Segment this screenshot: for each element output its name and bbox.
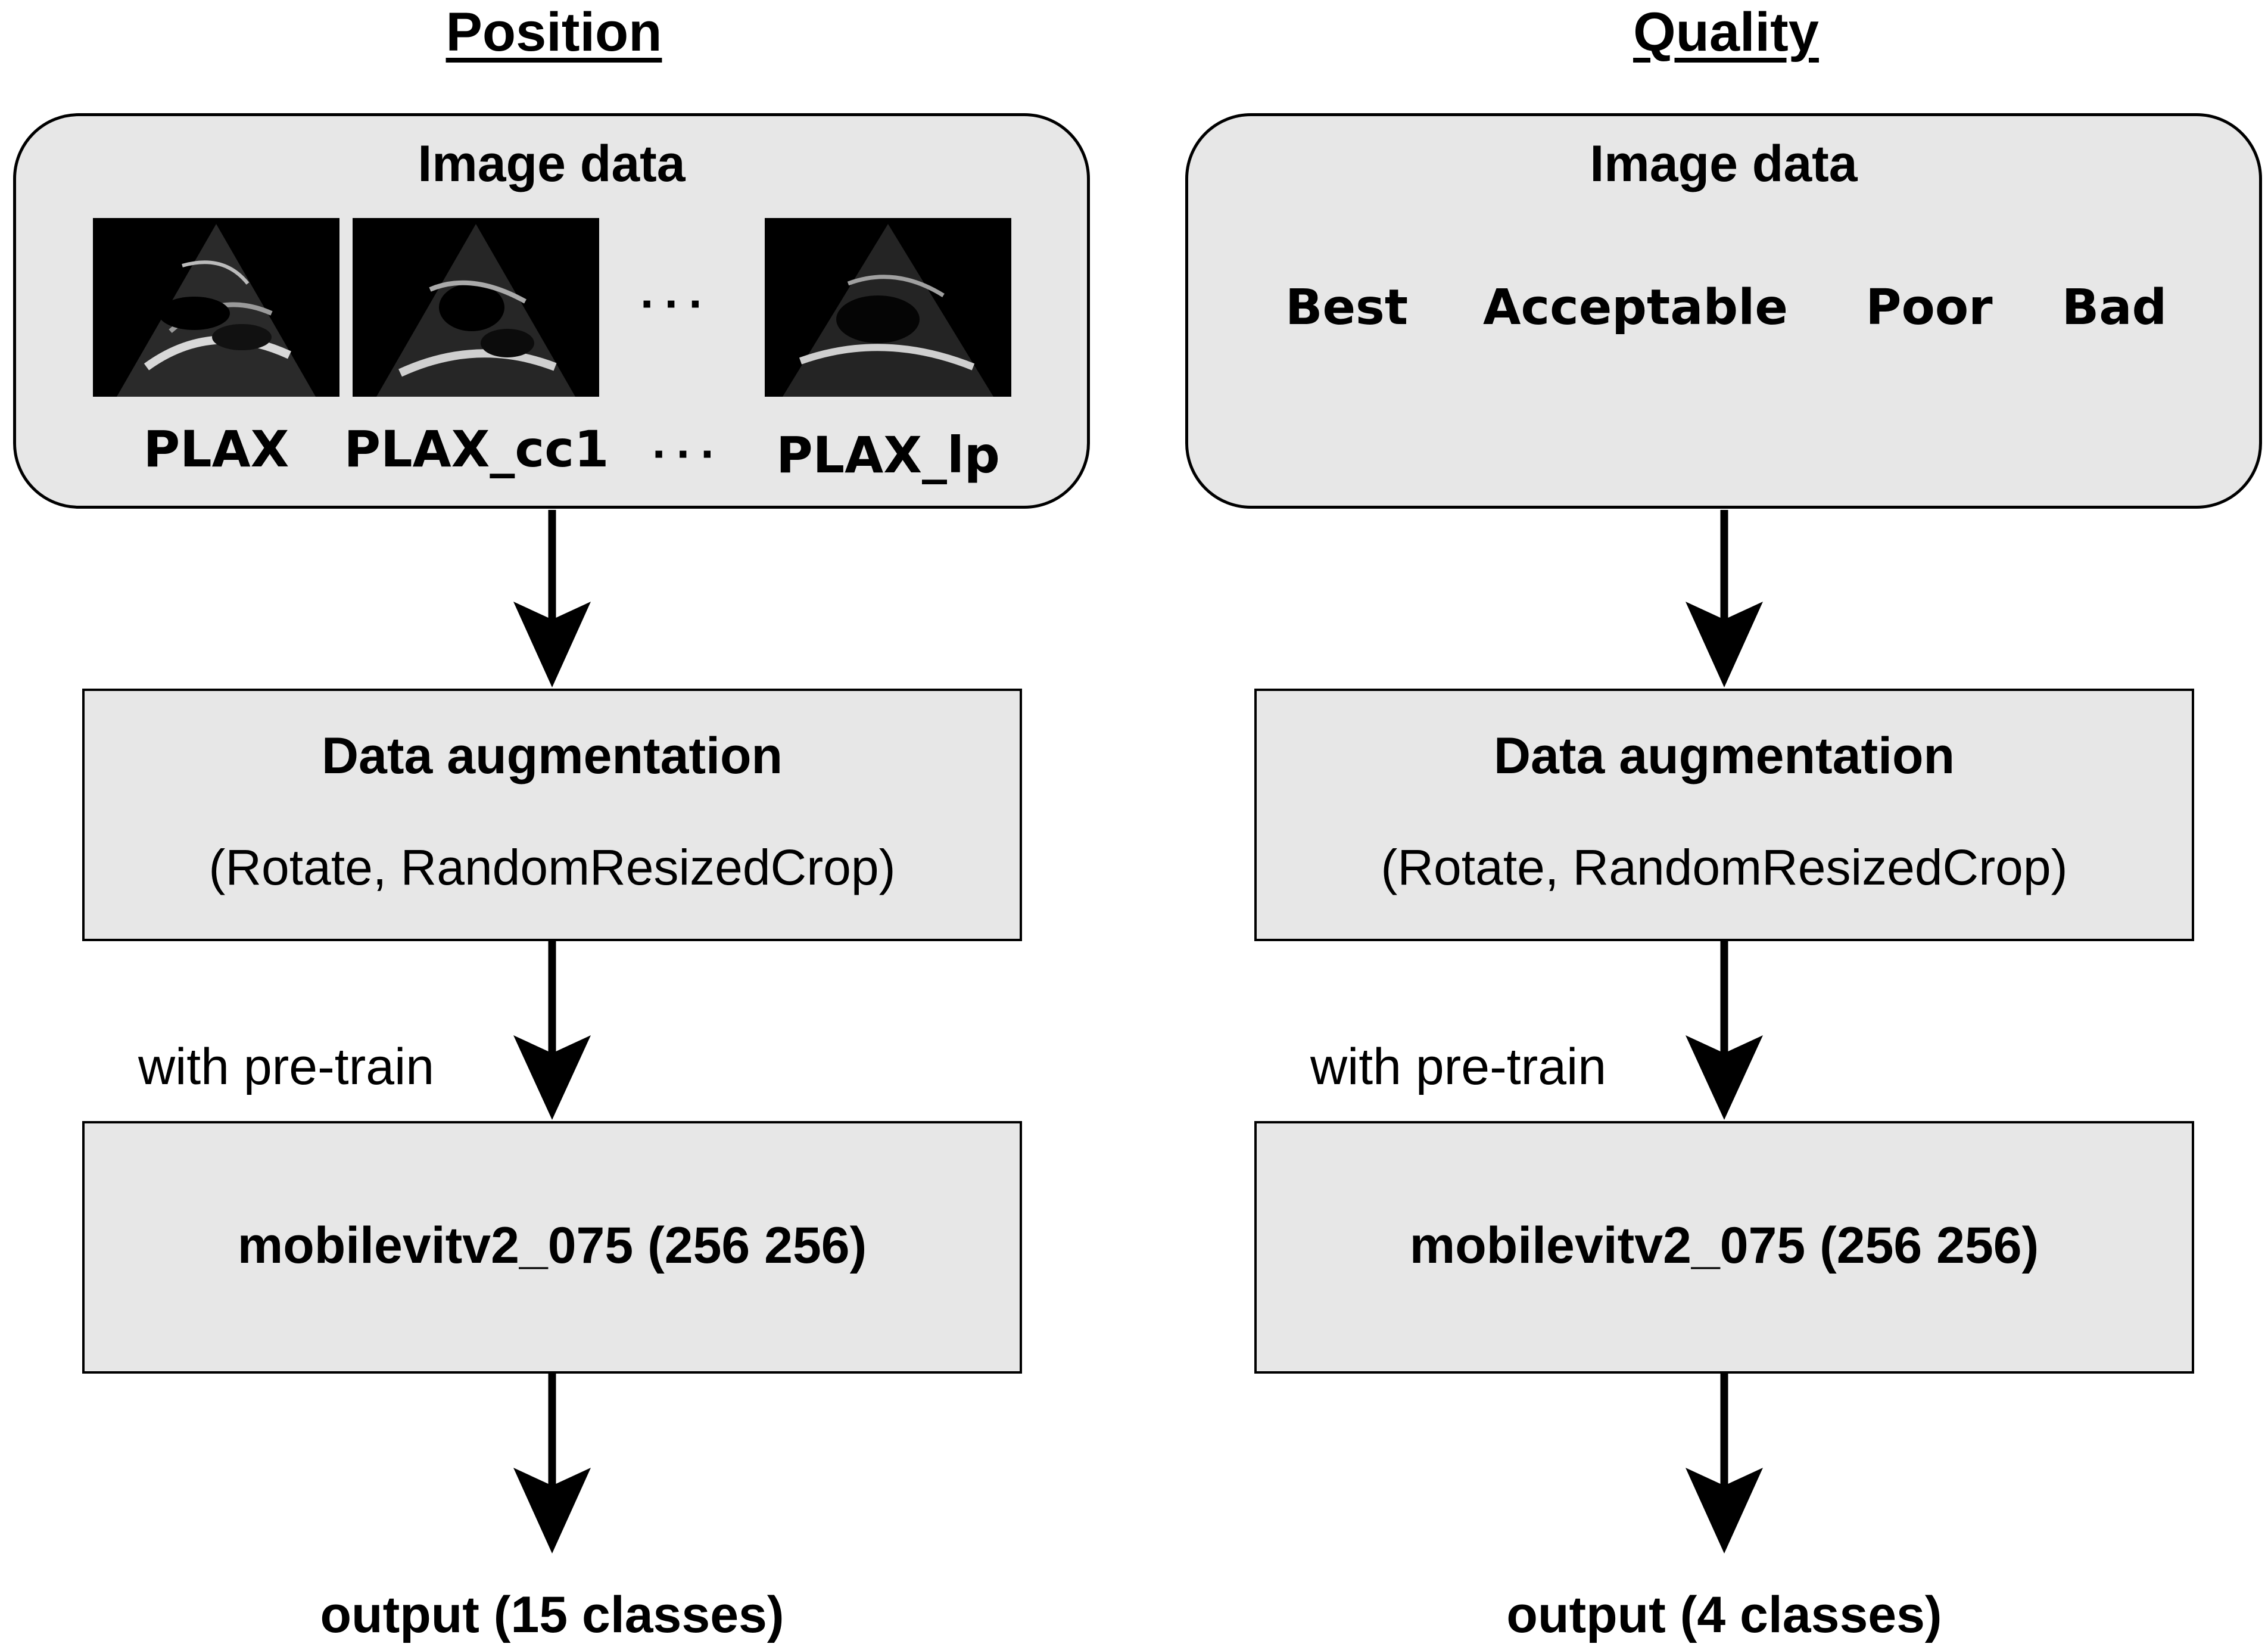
- quality-augmentation-detail: (Rotate, RandomResizedCrop): [1381, 839, 2068, 895]
- view-label-plax-cc1: PLAX_cc1: [344, 420, 609, 478]
- view-label-plax-lp: PLAX_lp: [776, 426, 1000, 484]
- quality-model-label: mobilevitv2_075 (256 256): [1409, 1217, 2039, 1274]
- quality-pretrain-label: with pre-train: [1310, 1038, 1607, 1095]
- position-augmentation-heading: Data augmentation: [321, 727, 783, 784]
- quality-level-bad: Bad: [2061, 279, 2167, 336]
- ultrasound-thumbnail-plax: [93, 218, 339, 397]
- arrowhead-quality-1: [1686, 602, 1763, 687]
- arrowhead-position-3: [513, 1468, 591, 1554]
- position-title: Position: [446, 2, 662, 63]
- quality-model-box: [1254, 1121, 2194, 1374]
- arrowhead-position-1: [513, 602, 591, 687]
- position-thumbnail-ellipsis: ···: [640, 277, 713, 330]
- position-augmentation-box: [82, 689, 1022, 941]
- position-output-label: output (15 classes): [320, 1586, 784, 1643]
- position-image-data-heading: Image data: [418, 135, 686, 192]
- quality-level-poor: Poor: [1865, 279, 1993, 336]
- quality-level-best: Best: [1285, 279, 1409, 336]
- arrowhead-quality-3: [1686, 1468, 1763, 1554]
- quality-image-data-box: [1185, 113, 2262, 509]
- quality-augmentation-heading: Data augmentation: [1493, 727, 1955, 784]
- arrowhead-quality-2: [1686, 1035, 1763, 1120]
- ultrasound-thumbnail-plax-lp: [765, 218, 1011, 397]
- ultrasound-thumbnail-plax-cc1: [353, 218, 599, 397]
- position-augmentation-detail: (Rotate, RandomResizedCrop): [208, 839, 896, 895]
- quality-title: Quality: [1633, 2, 1819, 63]
- view-label-plax: PLAX: [143, 420, 289, 478]
- position-label-ellipsis: ···: [652, 427, 725, 480]
- quality-augmentation-box: [1254, 689, 2194, 941]
- quality-output-label: output (4 classes): [1506, 1586, 1942, 1643]
- quality-image-data-heading: Image data: [1590, 135, 1858, 192]
- position-pretrain-label: with pre-train: [138, 1038, 435, 1095]
- position-model-box: [82, 1121, 1022, 1374]
- arrowhead-position-2: [513, 1035, 591, 1120]
- position-model-label: mobilevitv2_075 (256 256): [237, 1217, 867, 1274]
- quality-level-acceptable: Acceptable: [1483, 279, 1788, 336]
